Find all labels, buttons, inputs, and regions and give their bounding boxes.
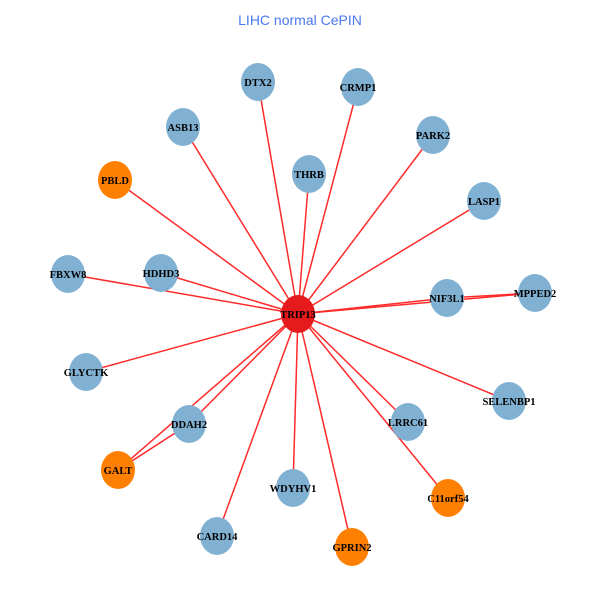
node-circle xyxy=(391,403,425,441)
edge-trip13-thrb xyxy=(297,173,310,315)
node-label: SELENBP1 xyxy=(482,397,535,408)
node-wdyhv1[interactable]: WDYHV1 xyxy=(270,469,317,507)
node-label: C11orf54 xyxy=(427,494,469,505)
node-hdhd3[interactable]: HDHD3 xyxy=(143,254,180,292)
node-nif3l1[interactable]: NIF3L1 xyxy=(429,279,465,317)
node-fbxw8[interactable]: FBXW8 xyxy=(50,255,87,293)
node-circle xyxy=(430,279,464,317)
node-label: WDYHV1 xyxy=(270,484,317,495)
node-circle xyxy=(69,353,103,391)
edge-trip13-lasp1 xyxy=(297,200,485,315)
node-lrrc61[interactable]: LRRC61 xyxy=(388,403,428,441)
node-circle xyxy=(341,68,375,106)
edge-trip13-mpped2 xyxy=(297,292,536,315)
edge-trip13-gprin2 xyxy=(297,313,353,548)
edge-trip13-c11orf54 xyxy=(297,313,449,499)
node-label: TRIP13 xyxy=(280,310,316,321)
edge-trip13-fbxw8 xyxy=(67,273,299,315)
node-circle xyxy=(335,528,369,566)
edge-trip13-selenbp1 xyxy=(297,313,510,402)
node-gprin2[interactable]: GPRIN2 xyxy=(332,528,372,566)
node-circle xyxy=(166,108,200,146)
edge-trip13-hdhd3 xyxy=(160,272,299,315)
edge-trip13-card14 xyxy=(216,313,299,537)
node-thrb[interactable]: THRB xyxy=(292,155,326,193)
edge-trip13-glyctk xyxy=(85,313,299,373)
node-circle xyxy=(467,182,501,220)
node-label: PBLD xyxy=(101,176,129,187)
node-pbld[interactable]: PBLD xyxy=(98,161,132,199)
node-card14[interactable]: CARD14 xyxy=(197,517,239,555)
edge-trip13-galt xyxy=(117,313,299,471)
node-circle xyxy=(144,254,178,292)
node-selenbp1[interactable]: SELENBP1 xyxy=(482,382,536,420)
node-lasp1[interactable]: LASP1 xyxy=(467,182,501,220)
node-circle xyxy=(98,161,132,199)
node-galt[interactable]: GALT xyxy=(101,451,135,489)
node-label: CARD14 xyxy=(197,532,239,543)
node-label: GALT xyxy=(104,466,133,477)
node-circle xyxy=(241,63,275,101)
edge-trip13-park2 xyxy=(297,134,434,315)
edge-trip13-ddah2 xyxy=(188,313,299,425)
node-glyctk[interactable]: GLYCTK xyxy=(64,353,109,391)
node-circle xyxy=(431,479,465,517)
node-label: LASP1 xyxy=(468,197,500,208)
edge-trip13-asb13 xyxy=(182,126,299,315)
node-circle xyxy=(172,405,206,443)
node-circle xyxy=(51,255,85,293)
node-c11orf54[interactable]: C11orf54 xyxy=(427,479,469,517)
node-circle xyxy=(276,469,310,507)
diagram-title: LIHC normal CePIN xyxy=(238,12,362,28)
node-circle xyxy=(416,116,450,154)
node-circle xyxy=(281,295,315,333)
edge-trip13-lrrc61 xyxy=(297,313,409,423)
node-circle xyxy=(492,382,526,420)
node-mpped2[interactable]: MPPED2 xyxy=(514,274,557,312)
node-label: DTX2 xyxy=(244,78,271,89)
node-circle xyxy=(200,517,234,555)
edge-trip13-dtx2 xyxy=(257,81,299,315)
node-label: ASB13 xyxy=(168,123,199,134)
node-label: GPRIN2 xyxy=(332,543,371,554)
node-label: CRMP1 xyxy=(340,83,377,94)
node-crmp1[interactable]: CRMP1 xyxy=(340,68,377,106)
node-trip13[interactable]: TRIP13 xyxy=(280,295,316,333)
node-label: THRB xyxy=(294,170,324,181)
node-label: HDHD3 xyxy=(143,269,180,280)
node-asb13[interactable]: ASB13 xyxy=(166,108,200,146)
node-circle xyxy=(101,451,135,489)
node-label: MPPED2 xyxy=(514,289,557,300)
node-circle xyxy=(292,155,326,193)
node-dtx2[interactable]: DTX2 xyxy=(241,63,275,101)
edge-trip13-crmp1 xyxy=(297,86,359,315)
node-label: GLYCTK xyxy=(64,368,109,379)
node-ddah2[interactable]: DDAH2 xyxy=(171,405,207,443)
node-label: LRRC61 xyxy=(388,418,428,429)
node-circle xyxy=(518,274,552,312)
node-label: DDAH2 xyxy=(171,420,207,431)
node-label: PARK2 xyxy=(416,131,450,142)
edge-trip13-pbld xyxy=(114,179,299,315)
node-label: NIF3L1 xyxy=(429,294,465,305)
edge-trip13-wdyhv1 xyxy=(292,313,299,489)
node-park2[interactable]: PARK2 xyxy=(416,116,450,154)
node-label: FBXW8 xyxy=(50,270,87,281)
